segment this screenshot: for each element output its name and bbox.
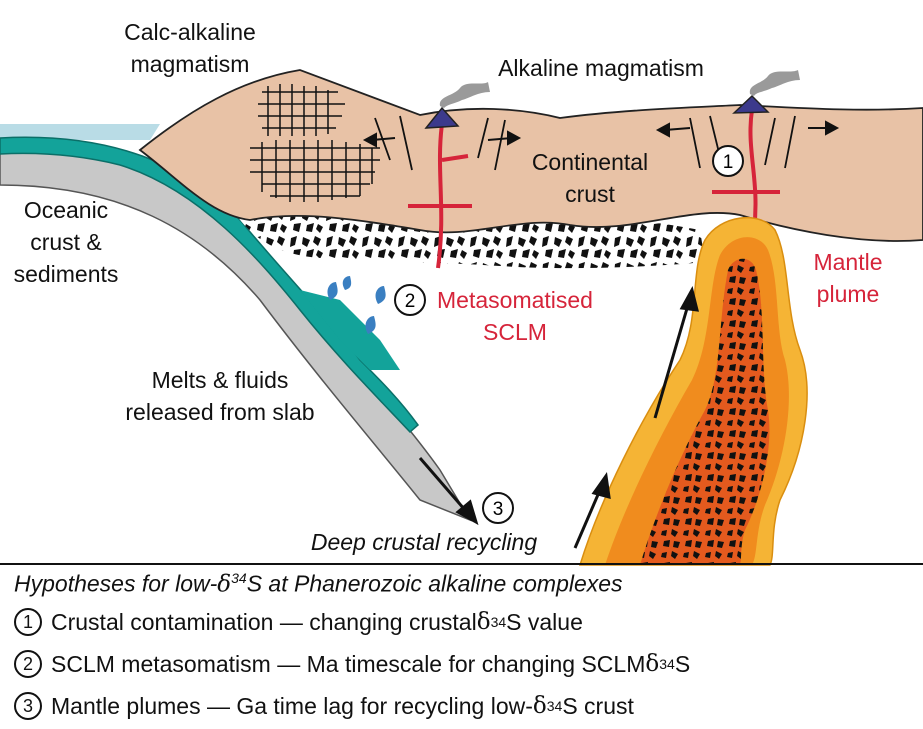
extension-arrows — [362, 120, 840, 148]
marker-1: 1 — [712, 145, 744, 177]
legend-item: 3 Mantle plumes — Ga time lag for recycl… — [14, 692, 914, 720]
continental-label: Continental — [532, 149, 648, 175]
volcano-icon — [424, 106, 460, 129]
ocean-water — [0, 124, 160, 140]
legend-item: 1 Crustal contamination — changing crust… — [14, 608, 914, 636]
fluid-droplets — [327, 276, 386, 334]
calc-alkaline-intrusion — [250, 84, 380, 202]
mantle-label-2: plume — [817, 281, 880, 307]
marker-3: 3 — [482, 492, 514, 524]
legend-num: 1 — [14, 608, 42, 636]
legend-title-post: S at Phanerozoic alkaline complexes — [246, 570, 623, 597]
melts-label: Melts & fluids — [152, 367, 289, 393]
smoke-icon — [439, 82, 490, 108]
wedge — [300, 290, 400, 370]
isotope-sup: 34 — [231, 570, 247, 586]
marker-3-text: 3 — [493, 499, 504, 520]
deep-recycling-label: Deep crustal recycling — [311, 529, 537, 555]
legend-title-pre: Hypotheses for low- — [14, 570, 218, 597]
smoke-icon — [749, 70, 800, 96]
marker-2: 2 — [394, 284, 426, 316]
legend-text-post: S value — [506, 608, 583, 635]
legend-num: 3 — [14, 692, 42, 720]
legend-text: Crustal contamination — changing crustal — [51, 608, 477, 635]
sclm-label-2: SCLM — [483, 319, 547, 345]
legend-num: 2 — [14, 650, 42, 678]
marker-2-text: 2 — [405, 291, 416, 312]
legend-text-post: S crust — [562, 692, 634, 719]
alkaline-label: Alkaline magmatism — [498, 55, 704, 81]
legend-title: Hypotheses for low-δ34S at Phanerozoic a… — [14, 570, 914, 598]
flow-arrows — [418, 285, 699, 549]
calc-alkaline-label: Calc-alkaline — [124, 19, 256, 45]
delta-symbol: δ — [476, 609, 491, 635]
calc-alkaline-label-2: magmatism — [131, 51, 250, 77]
mantle-label: Mantle — [813, 249, 882, 275]
sclm-label: Metasomatised — [437, 287, 593, 313]
continental-label-2: crust — [565, 181, 615, 207]
legend-text-post: S — [674, 650, 691, 677]
delta-symbol: δ — [645, 651, 660, 677]
dikes — [408, 109, 780, 269]
isotope-sup: 34 — [546, 698, 563, 714]
oceanic-label-2: crust & — [30, 229, 102, 255]
volcano-icon — [732, 94, 770, 114]
legend-text: SCLM metasomatism — Ma timescale for cha… — [51, 650, 646, 677]
delta-symbol: δ — [217, 571, 232, 598]
legend-item: 2 SCLM metasomatism — Ma timescale for c… — [14, 650, 914, 678]
legend-text: Mantle plumes — Ga time lag for recyclin… — [51, 692, 533, 719]
marker-1-text: 1 — [723, 152, 734, 173]
isotope-sup: 34 — [659, 656, 675, 672]
melts-label-2: released from slab — [125, 399, 314, 425]
continental-crust — [138, 69, 923, 242]
oceanic-label-3: sediments — [14, 261, 119, 287]
isotope-sup: 34 — [490, 614, 507, 630]
plume-core — [640, 258, 770, 565]
oceanic-label: Oceanic — [24, 197, 108, 223]
delta-symbol: δ — [532, 693, 547, 719]
